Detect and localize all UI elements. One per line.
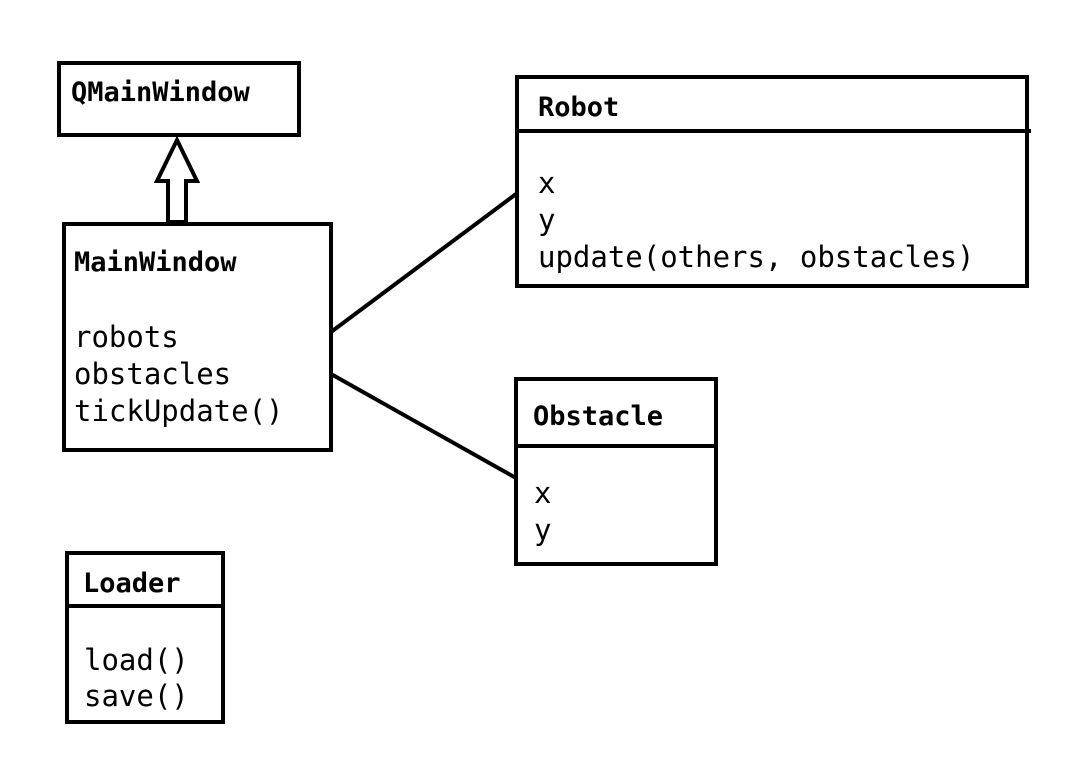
class-obstacle[interactable]: Obstacle x y	[514, 377, 718, 566]
class-name: Obstacle	[533, 401, 664, 432]
class-mainwindow[interactable]: MainWindow robots obstacles tickUpdate()	[62, 222, 333, 452]
association-mainwindow-robot	[329, 192, 518, 334]
attribute: obstacles	[74, 357, 232, 391]
method: tickUpdate()	[74, 394, 284, 428]
class-robot[interactable]: Robot x y update(others, obstacles)	[515, 75, 1031, 288]
attribute: y	[538, 203, 556, 237]
class-loader[interactable]: Loader load() save()	[65, 551, 225, 724]
method: update(others, obstacles)	[538, 240, 975, 274]
attribute: x	[534, 476, 552, 510]
class-divider	[514, 444, 715, 448]
attribute: x	[538, 166, 556, 200]
class-name: Loader	[83, 568, 181, 599]
class-name: Robot	[538, 92, 620, 123]
inheritance-arrow	[153, 135, 201, 224]
class-qmainwindow[interactable]: QMainWindow	[57, 61, 301, 137]
attribute: y	[534, 513, 552, 547]
method: save()	[84, 679, 189, 713]
method: load()	[84, 643, 189, 677]
class-divider	[65, 604, 225, 608]
class-name: MainWindow	[74, 247, 237, 278]
attribute: robots	[74, 320, 179, 354]
class-name: QMainWindow	[71, 77, 250, 108]
association-mainwindow-obstacle	[330, 372, 517, 480]
class-divider	[515, 129, 1031, 133]
